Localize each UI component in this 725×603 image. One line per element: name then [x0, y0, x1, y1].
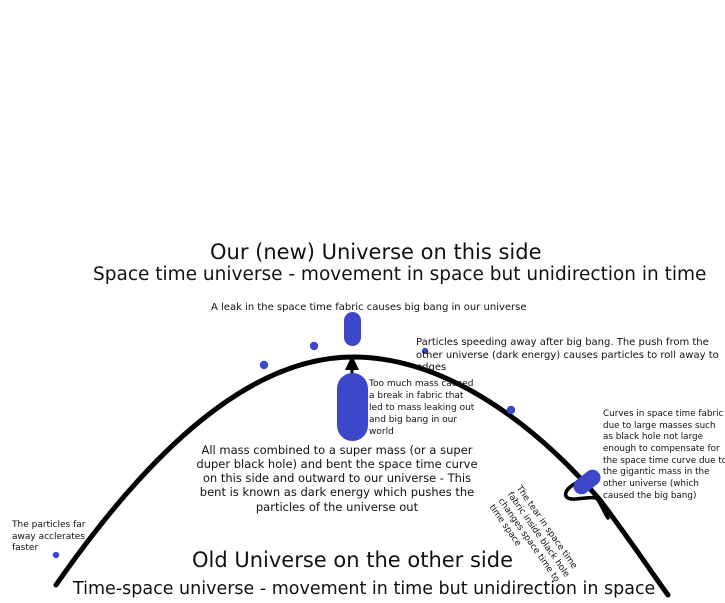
particles-annotation: Particles speeding away after big bang. … [416, 337, 720, 375]
all-mass-annotation: All mass combined to a super mass (or a … [192, 443, 482, 514]
leaked-mass-blob [344, 312, 361, 346]
top-subtitle: Space time universe - movement in space … [93, 263, 706, 286]
curves-annotation: Curves in space time fabric due to large… [603, 409, 725, 503]
particle-dot [507, 406, 515, 414]
leak-annotation: A leak in the space time fabric causes b… [211, 302, 527, 315]
particle-dot [310, 342, 318, 350]
far-particles-annotation: The particles far away acclerates faster [12, 520, 94, 555]
too-much-mass-annotation: Too much mass caused a break in fabric t… [369, 379, 479, 438]
particle-dot [260, 361, 268, 369]
bottom-subtitle: Time-space universe - movement in time b… [73, 579, 655, 601]
bottom-title: Old Universe on the other side [192, 547, 513, 573]
top-title: Our (new) Universe on this side [210, 239, 542, 265]
super-mass-blob [337, 373, 368, 441]
